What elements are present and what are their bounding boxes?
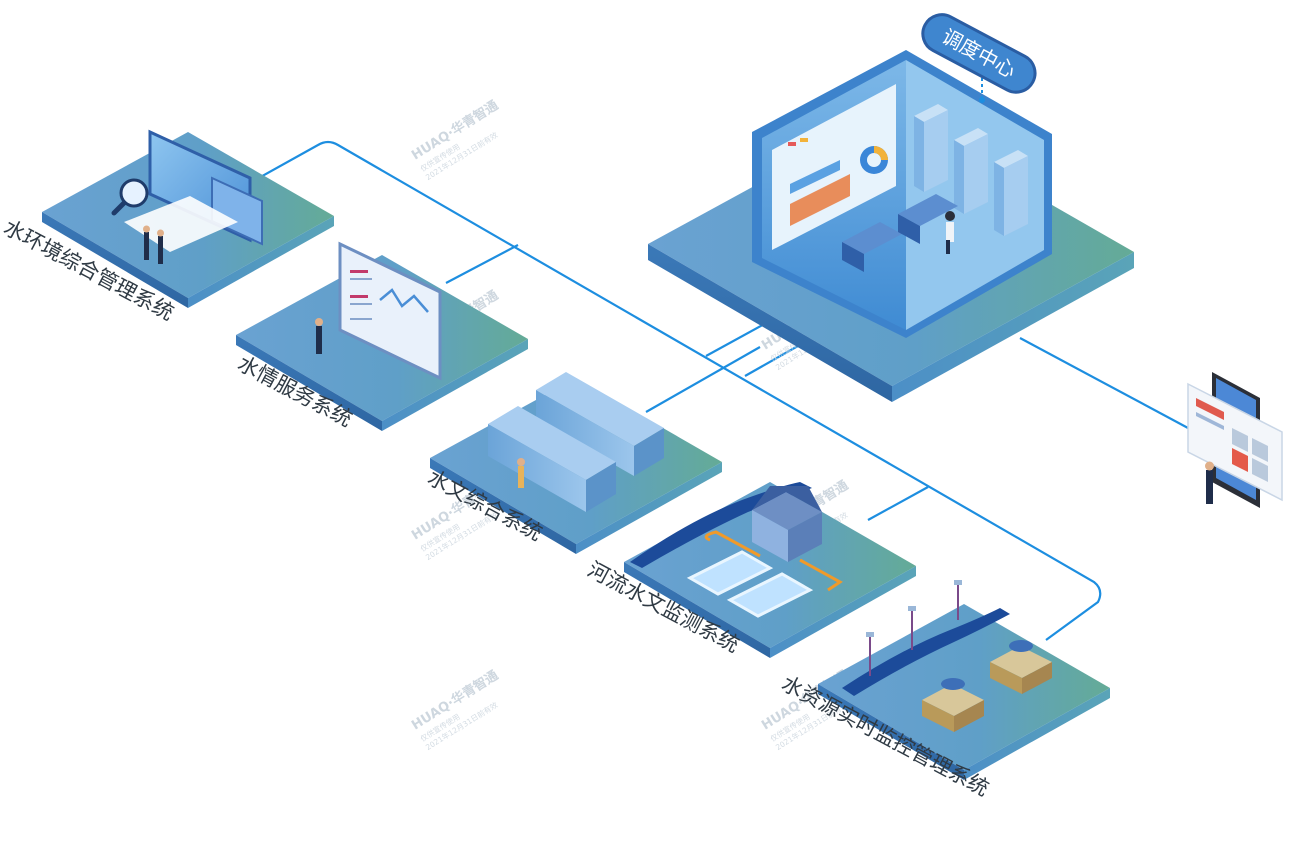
platform-side-right	[576, 462, 722, 554]
line-center-drop-2	[744, 341, 806, 377]
watermark-4: HUAQ·华青智通 仅供宣传使用 2021年12月31日前有效	[409, 667, 502, 752]
settling-pools	[686, 550, 814, 618]
server-cabinet-row-back	[536, 372, 664, 476]
center-platform-side-right	[892, 252, 1134, 402]
monitor-base	[124, 196, 238, 252]
data-panel	[211, 176, 263, 246]
line-mobile-link	[1019, 337, 1189, 429]
pipeline	[704, 530, 843, 592]
platform-hydrology: 水文综合系统	[424, 372, 722, 554]
platform-side-left	[818, 684, 964, 780]
dispatch-center: 调度中心	[648, 13, 1134, 402]
platform-side-left	[430, 458, 576, 554]
server-rack-1	[914, 104, 948, 192]
operator-console	[842, 194, 958, 272]
server-cabinet-row-front	[488, 406, 616, 512]
monitoring-station	[752, 486, 822, 562]
operator-figure	[945, 211, 955, 254]
person-figure	[1205, 461, 1214, 504]
mobile-terminal	[1187, 372, 1283, 508]
line-main-diagonal	[247, 140, 1102, 641]
river-channel	[842, 608, 1010, 696]
person-figure	[517, 458, 525, 488]
platform-side-left	[624, 562, 770, 658]
platform-water-service: 水情服务系统	[234, 241, 528, 432]
platform-side-right	[770, 566, 916, 658]
platform-side-right	[188, 216, 334, 308]
well-station-right	[990, 640, 1052, 694]
line-hydrology-branch	[645, 346, 761, 413]
line-service-branch	[445, 244, 519, 284]
platform-side-right	[964, 688, 1110, 780]
server-rack-2	[954, 128, 988, 214]
platform-side-left	[236, 335, 382, 431]
dashboard-bars	[788, 138, 888, 226]
platform-water-environment: 水环境综合管理系统	[0, 129, 334, 325]
magnifier-icon	[111, 178, 149, 216]
sensor-poles	[866, 580, 962, 676]
line-river-branch	[867, 486, 929, 521]
platform-side-right	[382, 339, 528, 431]
badge-connector-dot	[979, 97, 985, 103]
line-center-drop-1	[705, 321, 769, 357]
server-rack-3	[994, 150, 1028, 236]
report-chart	[350, 270, 429, 320]
people-figure	[143, 225, 164, 264]
center-platform-side-left	[648, 244, 892, 402]
platform-top	[818, 604, 1110, 770]
person-figure	[315, 318, 323, 354]
well-station-left	[922, 678, 984, 732]
card-tiles	[1196, 398, 1268, 482]
report-board	[338, 241, 442, 381]
connection-lines	[247, 140, 1189, 641]
watermark-1: HUAQ·华青智通 仅供宣传使用 2021年12月31日前有效	[409, 97, 502, 182]
platform-side-left	[42, 212, 188, 308]
